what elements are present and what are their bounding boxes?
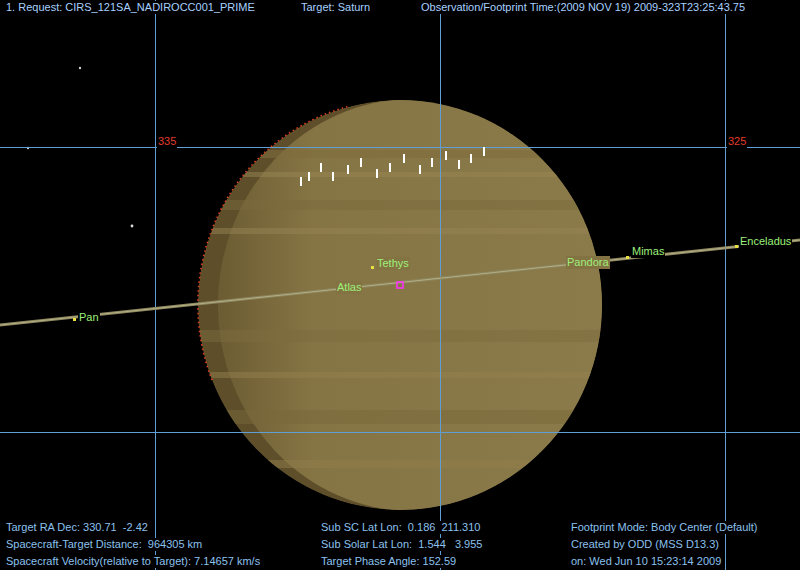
grid-number: 335 xyxy=(157,135,177,148)
ring-plane xyxy=(0,240,800,325)
info-text: Footprint Mode: Body Center (Default) xyxy=(570,521,758,534)
time-label: Observation/Footprint Time:(2009 NOV 19)… xyxy=(420,1,746,14)
info-text: Spacecraft Velocity(relative to Target):… xyxy=(5,555,261,568)
info-text: on: Wed Jun 10 15:23:14 2009 xyxy=(570,555,722,568)
moon-label: Pan xyxy=(78,311,100,324)
star xyxy=(79,67,81,69)
info-text: Target RA Dec: 330.71 -2.42 xyxy=(5,521,149,534)
ring-plane xyxy=(0,240,800,325)
request-label: 1. Request: CIRS_121SA_NADIROCC001_PRIME xyxy=(5,1,256,14)
footprint-marks xyxy=(300,147,485,186)
info-text: Sub Solar Lat Lon: 1.544 3.955 xyxy=(320,538,483,551)
moon-label: Atlas xyxy=(336,281,362,294)
boresight-marker xyxy=(397,282,403,288)
limb-outline xyxy=(198,106,350,380)
moon-label: Pandora xyxy=(566,256,610,269)
info-text: Target Phase Angle: 152.59 xyxy=(320,555,457,568)
info-text: Spacecraft-Target Distance: 964305 km xyxy=(5,538,203,551)
moon-label: Enceladus xyxy=(739,235,792,248)
saturn-disk xyxy=(190,99,610,511)
moon-markers xyxy=(73,245,738,321)
moon-label: Tethys xyxy=(376,257,410,270)
target-label: Target: Saturn xyxy=(300,1,371,14)
info-text: Created by ODD (MSS D13.3) xyxy=(570,538,720,551)
moon-label: Mimas xyxy=(631,245,665,258)
star xyxy=(131,225,134,228)
grid-number: 325 xyxy=(727,135,747,148)
info-text: Sub SC Lat Lon: 0.186 211.310 xyxy=(320,521,481,534)
